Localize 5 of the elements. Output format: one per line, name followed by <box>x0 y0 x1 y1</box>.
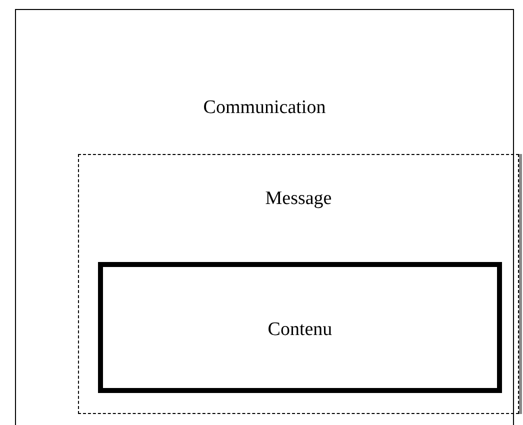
box-label: Message <box>264 188 333 210</box>
box-label: Communication <box>202 97 327 119</box>
box-label: Contenu <box>266 319 334 341</box>
thick-box <box>98 262 502 393</box>
dashed-box <box>78 154 519 414</box>
